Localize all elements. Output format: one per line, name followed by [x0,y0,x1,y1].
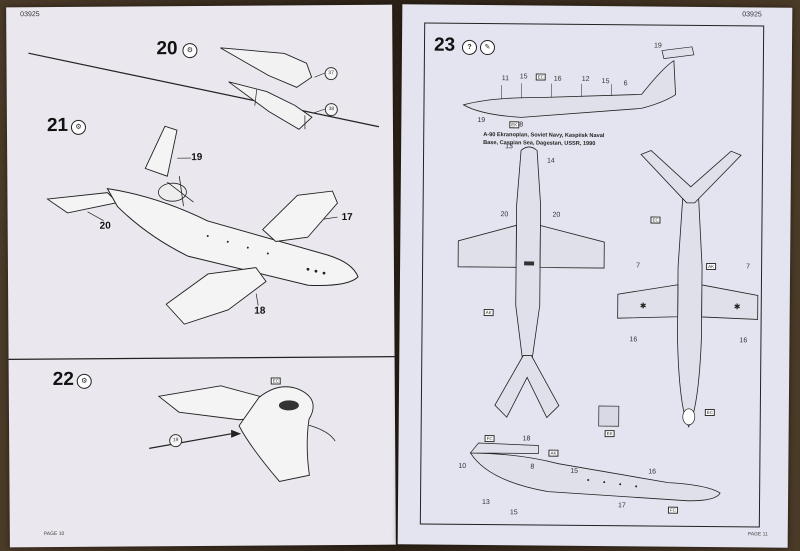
side-label-8: 8 [519,121,524,129]
part-19-callout: 19 [169,434,183,448]
bottom-label-8: 8 [530,463,535,471]
side-label-15a: 15 [519,73,528,81]
color-code-ec-3: EC [704,408,716,417]
right-label-7a: 7 [636,262,641,270]
step-21-aircraft-drawing [8,125,395,360]
color-code-ek-1: EK [509,121,520,129]
color-code-ek-2: EK [604,430,615,438]
side-label-15b: 15 [601,78,610,86]
left-footer: PAGE 10 [43,530,65,538]
side-label-11: 11 [501,75,510,83]
top-label-14: 14 [546,157,555,165]
bottom-label-16: 16 [648,468,657,476]
color-code-fc-2: FC [667,506,678,514]
step-23-views-drawing: ✱ ✱ [457,46,759,502]
svg-text:✱: ✱ [640,301,647,310]
step-22-drawing [149,385,336,482]
color-code-ec-2: EC [650,216,661,224]
bottom-label-13: 13 [481,499,490,507]
left-page: 03925 20 ⚙ 37 38 21 ⚙ [6,4,396,548]
color-code-ec-1: EC [535,73,547,81]
bottom-label-15b: 15 [509,509,518,517]
bottom-label-18: 18 [522,435,531,443]
right-page: 03925 23 ? ✎ ✱ ✱ A-90 Ekranoplan, [397,4,793,548]
color-code-ak-2: AK [706,262,717,271]
side-label-19a: 19 [653,42,662,50]
side-label-6: 6 [623,80,628,88]
right-footer: PAGE 11 [747,531,768,538]
top-label-13: 13 [505,143,513,151]
bottom-label-17: 17 [617,502,626,510]
bottom-label-10: 10 [458,462,467,470]
side-label-19b: 19 [477,116,486,125]
step-20-drawing [28,47,380,130]
right-label-7b: 7 [746,263,751,271]
color-code-ak-3: AK [548,449,559,457]
color-code-ec-left: EC [270,377,282,385]
color-code-fc-1: FC [484,435,495,443]
svg-text:✱: ✱ [734,302,741,311]
bottom-label-15a: 15 [570,467,579,475]
side-label-12: 12 [581,75,590,83]
right-label-16a: 16 [629,336,638,344]
top-label-20a: 20 [500,211,509,219]
side-label-16: 16 [553,75,562,83]
right-label-16b: 16 [739,337,748,345]
top-label-20b: 20 [552,211,561,219]
color-code-ak-1: AK [483,309,494,317]
